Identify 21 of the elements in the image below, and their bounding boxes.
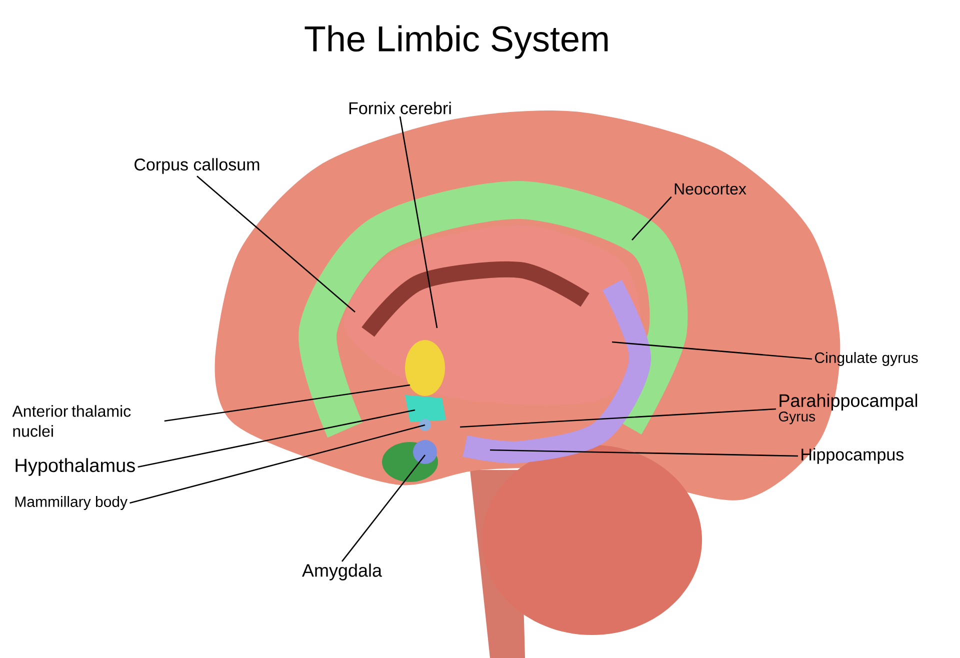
- leader-line: [138, 409, 416, 468]
- leader-line: [460, 408, 776, 428]
- leader-line: [196, 176, 356, 312]
- leader-line: [342, 454, 426, 562]
- part-label: Cingulate gyrus: [814, 352, 918, 366]
- part-label: Neocortex: [674, 183, 746, 195]
- leader-line: [130, 424, 426, 504]
- leader-line: [490, 449, 798, 457]
- title: The Limbic System: [304, 25, 608, 59]
- leader-line: [399, 116, 438, 328]
- part-label: Mammillary body: [15, 496, 128, 510]
- part-label: Corpus callosum: [134, 158, 260, 174]
- leader-line: [612, 341, 812, 360]
- part-label: Hippocampus: [802, 448, 904, 464]
- leader-line: [632, 196, 672, 240]
- leader-line: [164, 384, 410, 422]
- part-label: Parahippocampal Gyrus: [778, 394, 918, 424]
- part-label: Amygdala: [302, 564, 382, 580]
- part-label: Hypothalamus: [16, 458, 135, 476]
- part-label: Anterior thalamic nuclei: [12, 405, 131, 437]
- part-label: Fornix cerebri: [349, 102, 451, 114]
